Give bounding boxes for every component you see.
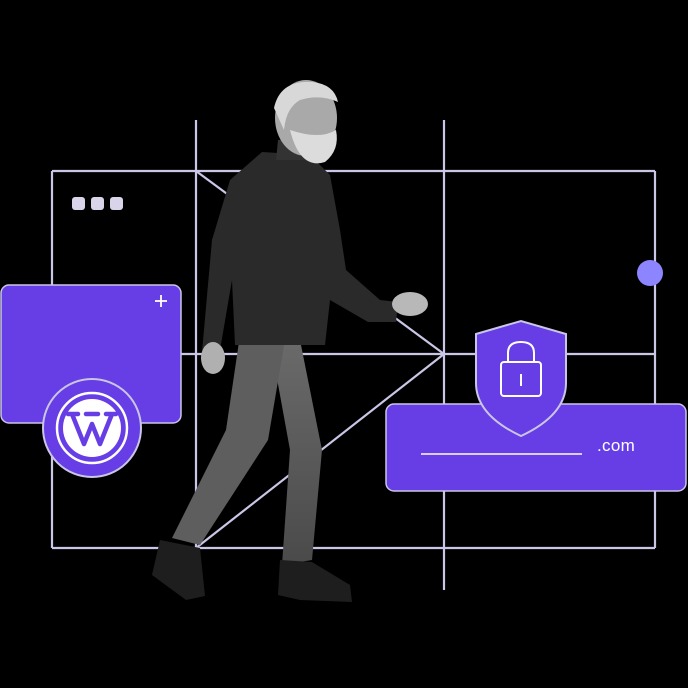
plus-icon (155, 295, 167, 307)
dot (91, 197, 104, 210)
purple-dot (637, 260, 663, 286)
domain-suffix: .com (597, 436, 636, 455)
dot (110, 197, 123, 210)
window-dots (72, 197, 123, 210)
dot (72, 197, 85, 210)
wordpress-logo-icon (42, 378, 142, 478)
padlock-icon (500, 340, 542, 397)
